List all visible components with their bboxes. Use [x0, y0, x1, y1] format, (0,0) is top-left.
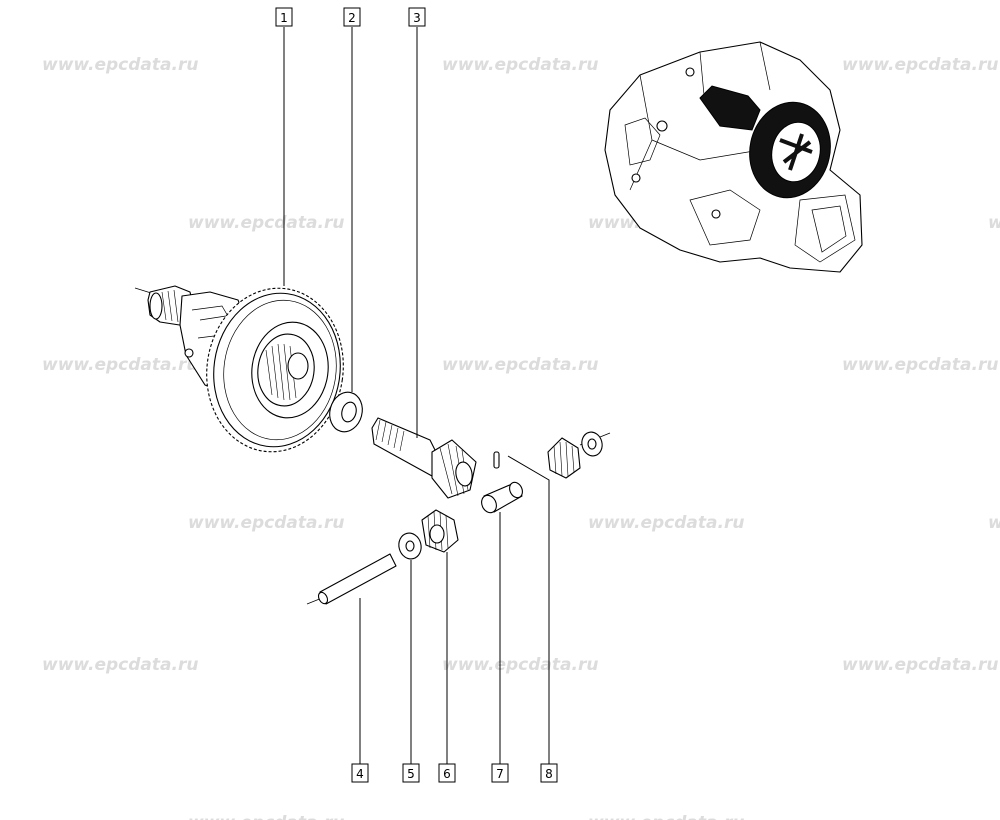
part-8-pin [493, 451, 500, 469]
watermark-layer: www.epcdata.ru www.epcdata.ru www.epcdat… [42, 55, 1000, 820]
watermark: www.epcdata.ru [842, 655, 998, 675]
watermark: www.epcdata.ru [442, 655, 598, 675]
watermark: www.epcdata.ru [842, 55, 998, 75]
part-7-spacer-sleeve [481, 481, 523, 514]
callout-2: 2 [343, 7, 361, 27]
watermark: www.epcdata.ru [188, 513, 344, 533]
watermark: www.epcdata.ru [188, 813, 344, 820]
watermark: www.epcdata.ru [842, 355, 998, 375]
part-2-washer [329, 391, 363, 433]
callout-number: 2 [348, 11, 356, 25]
part-1-differential-housing [147, 285, 344, 453]
planet-gear-upper [547, 431, 603, 479]
inset-gearbox-assembly [604, 41, 863, 273]
watermark: www.epcdata.ru [42, 355, 198, 375]
watermark: www.epcdata.ru [588, 813, 744, 820]
watermark: www.epcdata.ru [442, 355, 598, 375]
callout-number: 4 [356, 767, 364, 781]
watermark: www.epcdata.ru [42, 655, 198, 675]
leader-lines [283, 27, 550, 764]
callout-8: 8 [540, 763, 558, 783]
part-3-side-gear-shaft [371, 417, 477, 499]
watermark: www.epcdata.ru [988, 513, 1000, 533]
part-5-washer [398, 532, 422, 560]
callout-3: 3 [408, 7, 426, 27]
callout-1: 1 [275, 7, 293, 27]
watermark: www.epcdata.ru [588, 513, 744, 533]
watermark: www.epcdata.ru [188, 213, 344, 233]
watermark: www.epcdata.ru [442, 55, 598, 75]
callout-number: 3 [413, 11, 421, 25]
watermark: www.epcdata.ru [42, 55, 198, 75]
watermark: www.epcdata.ru [988, 213, 1000, 233]
callout-5: 5 [402, 763, 420, 783]
callout-number: 8 [545, 767, 553, 781]
callout-number: 6 [443, 767, 451, 781]
part-6-planet-gear [421, 509, 459, 553]
callout-6: 6 [438, 763, 456, 783]
callout-number: 7 [496, 767, 504, 781]
callout-7: 7 [491, 763, 509, 783]
part-4-pinion-shaft [317, 553, 397, 605]
callout-number: 5 [407, 767, 415, 781]
callout-4: 4 [351, 763, 369, 783]
callout-number: 1 [280, 11, 288, 25]
